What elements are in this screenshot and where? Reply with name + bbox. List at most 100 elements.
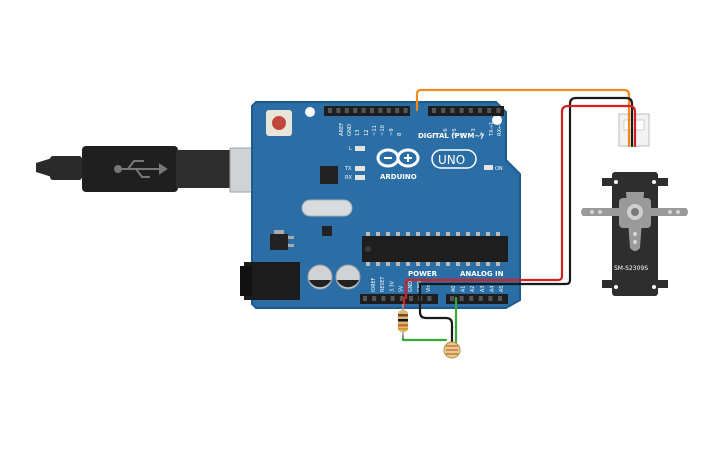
- header-hole[interactable]: [363, 296, 367, 301]
- header-hole[interactable]: [409, 296, 413, 301]
- digital-pin-label: TX→1: [489, 122, 495, 137]
- power-jack: [240, 262, 300, 300]
- power-pin-label: GND: [408, 281, 414, 292]
- resistor: [398, 304, 408, 338]
- atmega-chip: [362, 232, 508, 266]
- crystal: [301, 199, 353, 217]
- wire-sensor-ground[interactable]: [418, 298, 454, 344]
- wire-sensor-signal[interactable]: [401, 334, 448, 342]
- header-hole[interactable]: [378, 108, 383, 113]
- usb-icon: [114, 160, 168, 178]
- power-header: [360, 294, 438, 304]
- uno-label: UNO: [438, 153, 465, 167]
- digital-pin-label: AREF: [339, 123, 345, 136]
- header-hole[interactable]: [496, 108, 501, 113]
- header-hole[interactable]: [441, 108, 446, 113]
- header-hole[interactable]: [450, 108, 455, 113]
- digital-pin-label: 4: [461, 132, 467, 136]
- led-l-label: L: [349, 146, 352, 152]
- power-pin-label: RESET: [380, 277, 386, 292]
- analog-pin-label: A1: [461, 286, 467, 292]
- on-label: ON: [495, 166, 503, 172]
- led-rx-label: RX: [345, 175, 352, 181]
- analog-pin-label: A4: [489, 286, 495, 292]
- wire-servo-ground[interactable]: [418, 96, 634, 300]
- header-hole[interactable]: [399, 296, 404, 301]
- digital-pin-label: ~9: [389, 128, 395, 136]
- header-hole[interactable]: [478, 296, 483, 301]
- header-hole[interactable]: [390, 296, 395, 301]
- header-hole[interactable]: [487, 108, 492, 113]
- header-hole[interactable]: [427, 296, 432, 301]
- header-hole[interactable]: [459, 108, 464, 113]
- digital-pin-label: ~5: [452, 128, 458, 136]
- led-tx: [355, 166, 365, 171]
- on-led: [484, 165, 493, 170]
- uno-badge: [431, 149, 477, 169]
- header-hole[interactable]: [469, 296, 474, 301]
- header-hole[interactable]: [361, 108, 366, 113]
- power-label: POWER: [408, 270, 438, 278]
- analog-label: ANALOG IN: [460, 270, 504, 278]
- analog-pin-label: A5: [499, 286, 505, 292]
- header-hole[interactable]: [459, 296, 464, 301]
- digital-pin-label: RX←0: [497, 121, 503, 136]
- wire-servo-power[interactable]: [404, 104, 637, 300]
- led-rx: [355, 175, 365, 180]
- header-hole[interactable]: [372, 296, 377, 301]
- power-pin-label: IOREF: [371, 277, 377, 292]
- header-hole[interactable]: [468, 108, 473, 113]
- digital-pin-label: 8: [397, 133, 403, 136]
- digital-pin-label: ~3: [471, 128, 477, 136]
- header-hole[interactable]: [403, 108, 408, 113]
- usb-chip: [320, 166, 338, 184]
- header-hole[interactable]: [386, 108, 391, 113]
- digital-pin-label: ~11: [372, 125, 378, 136]
- led-tx-label: TX: [344, 166, 352, 172]
- analog-pin-label: A3: [480, 286, 486, 292]
- led-l: [355, 146, 365, 151]
- analog-pin-label: A0: [451, 286, 457, 292]
- small-chip: [322, 226, 332, 236]
- header-hole[interactable]: [328, 108, 332, 113]
- digital-pin-label: ~6: [443, 128, 449, 136]
- digital-pin-label: ~10: [380, 125, 386, 136]
- digital-pin-label: 2: [480, 133, 486, 136]
- digital-header: [324, 106, 504, 116]
- arduino-logo-text: ARDUINO: [380, 173, 417, 181]
- servo-horn: [581, 192, 688, 251]
- digital-pin-label: 7: [434, 133, 440, 136]
- header-hole[interactable]: [432, 108, 436, 113]
- header-hole[interactable]: [344, 108, 349, 113]
- wire-signal-orange[interactable]: [415, 88, 631, 148]
- digital-label: DIGITAL (PWM~): [418, 132, 483, 140]
- header-hole[interactable]: [498, 296, 502, 301]
- analog-header: [446, 294, 508, 304]
- header-hole[interactable]: [381, 296, 386, 301]
- photoresistor: [443, 341, 461, 359]
- header-hole[interactable]: [488, 296, 493, 301]
- capacitor-1: [307, 264, 333, 290]
- power-pin-label: Vin: [426, 284, 432, 292]
- capacitor-2: [335, 264, 361, 290]
- header-hole[interactable]: [336, 108, 341, 113]
- header-hole[interactable]: [478, 108, 482, 113]
- digital-pin-label: 12: [364, 129, 370, 136]
- servo-motor: SM-S2309S: [581, 113, 688, 296]
- power-pin-label: 3.3V: [389, 280, 395, 292]
- digital-pin-label: 13: [355, 129, 361, 136]
- voltage-regulator: [270, 230, 294, 250]
- digital-pin-label: GND: [347, 124, 353, 136]
- header-hole[interactable]: [353, 108, 358, 113]
- header-hole[interactable]: [395, 108, 400, 113]
- arduino-logo: ARDUINO: [376, 148, 420, 181]
- analog-pin-label: A2: [470, 286, 476, 292]
- header-hole[interactable]: [370, 108, 374, 113]
- power-pin-label: 5V: [399, 285, 405, 292]
- servo-label: SM-S2309S: [614, 265, 648, 272]
- header-hole[interactable]: [450, 296, 454, 301]
